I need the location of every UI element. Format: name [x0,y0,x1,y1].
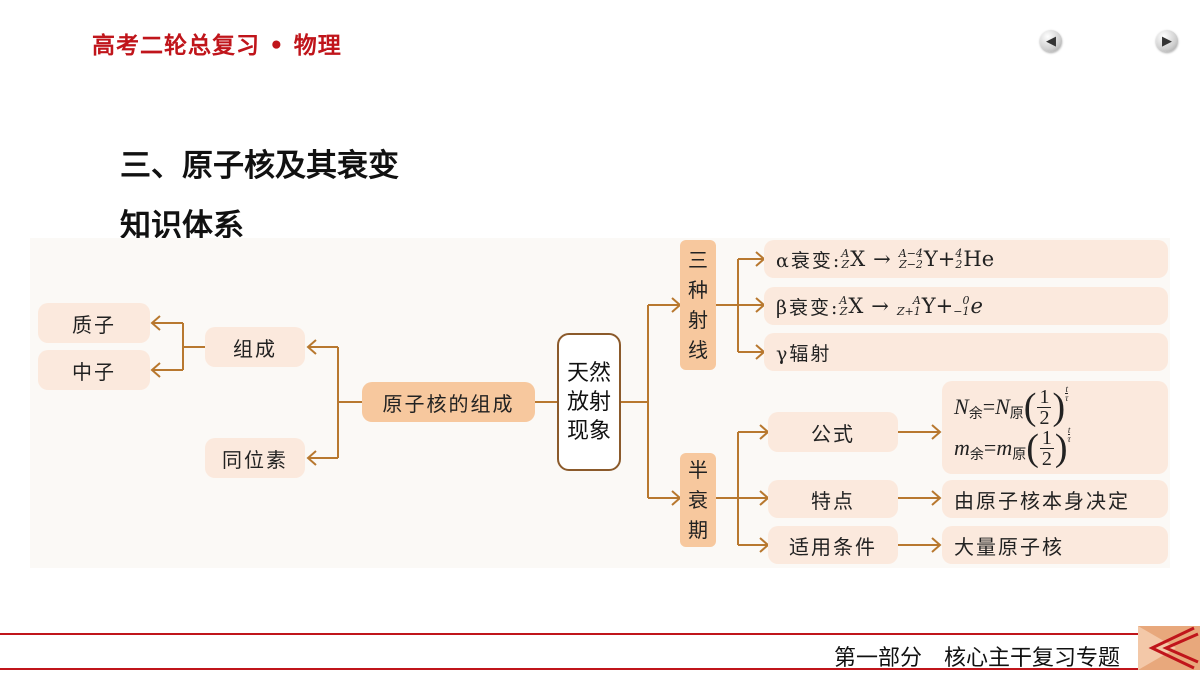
half-life-node: 半 衰 期 [680,453,716,547]
right-paren: ) [1052,386,1066,428]
neutron-node: 中子 [38,350,150,390]
atomic-number: −1 [953,305,970,318]
atomic-number: Z+1 [896,305,921,318]
gamma-radiation-node: γ辐射 [764,333,1168,371]
atomic-number: 2 [955,258,963,271]
feature-desc-label: 由原子核本身决定 [954,488,1130,513]
parent-symbol: X [848,294,864,318]
center-line-3: 现象 [566,418,611,444]
formula-symbol: N [995,394,1010,419]
center-line-2: 放射 [566,389,611,415]
electron-symbol: e [970,294,983,318]
formula-subscript: 原 [1012,448,1027,463]
proton-label: 质子 [72,312,116,337]
composition-label: 组成 [233,336,277,361]
formula-node: 公式 [768,412,898,452]
neutron-label: 中子 [72,359,116,384]
condition-desc-label: 大量原子核 [954,534,1064,559]
mass-number: A−4 [898,247,923,260]
three-rays-char: 三 [688,248,708,272]
arrow-icon: → [873,247,891,271]
proton-node: 质子 [38,303,150,343]
center-line-1: 天然 [566,360,611,386]
formula-label: 公式 [811,421,855,446]
beta-label: β衰变: [776,296,840,319]
half-life-char: 半 [688,458,708,482]
three-rays-char: 线 [688,338,708,362]
section-title: 三、原子核及其衰变 [120,148,399,184]
mass-number: 0 [962,294,970,307]
footer-chevron-icon [1138,626,1200,670]
header-title: 高考二轮总复习 • 物理 [92,33,342,59]
fraction-numerator: 1 [1037,385,1052,408]
composition-node: 组成 [205,327,305,367]
back-arrow-icon[interactable]: ◀ [1040,30,1062,52]
mass-number: 4 [955,247,963,260]
three-rays-char: 种 [688,278,708,302]
exponent-numerator: t [1067,424,1071,435]
alpha-label: α衰变: [776,249,842,272]
helium-symbol: He [963,247,995,271]
formula-symbol: m [996,435,1013,460]
formula-symbol: N [954,394,969,419]
footer-label: 第一部分 核心主干复习专题 [833,646,1120,671]
fraction-denominator: 2 [1041,447,1052,470]
feature-node: 特点 [768,480,898,518]
daughter-symbol: Y+ [923,247,956,271]
nucleus-composition-node: 原子核的组成 [362,382,535,422]
equals-sign: = [982,394,996,419]
condition-node: 适用条件 [768,526,898,564]
formula-subscript: 余 [969,448,984,463]
isotope-label: 同位素 [222,447,288,472]
feature-desc-node: 由原子核本身决定 [942,480,1168,518]
atomic-number: Z [839,305,848,318]
formula-subscript: 余 [968,407,983,422]
isotope-node: 同位素 [205,438,305,478]
fraction-numerator: 1 [1039,426,1054,449]
right-paren: ) [1054,427,1068,469]
atomic-number: Z [841,258,850,271]
left-paren: ( [1026,427,1039,469]
condition-desc-node: 大量原子核 [942,526,1168,564]
mass-number: A [912,294,921,307]
condition-label: 适用条件 [789,534,877,559]
half-life-char: 衰 [688,488,708,512]
arrow-icon: → [871,294,889,318]
daughter-symbol: Y+ [921,294,954,318]
parent-symbol: X [850,247,866,271]
forward-arrow-icon[interactable]: ▶ [1156,30,1178,52]
atomic-number: Z−2 [899,258,923,271]
three-rays-node: 三 种 射 线 [680,240,716,370]
footer-bottom-rule [0,668,1145,670]
mass-number: A [841,247,850,260]
fraction-denominator: 2 [1039,406,1050,429]
nucleus-label: 原子核的组成 [382,391,515,416]
exponent-denominator: τ [1065,392,1069,403]
natural-radioactivity-node: 天然 放射 现象 [557,333,621,471]
exponent-numerator: t [1065,383,1068,394]
feature-label: 特点 [811,488,855,513]
equals-sign: = [983,435,997,460]
formula-subscript: 原 [1009,407,1024,422]
half-life-char: 期 [688,518,708,542]
formula-symbol: m [954,435,970,460]
gamma-label: γ辐射 [776,342,832,365]
left-paren: ( [1023,386,1037,428]
footer-top-rule [0,633,1145,635]
mass-number: A [839,294,848,307]
exponent-denominator: τ [1067,433,1071,444]
three-rays-char: 射 [688,308,708,332]
